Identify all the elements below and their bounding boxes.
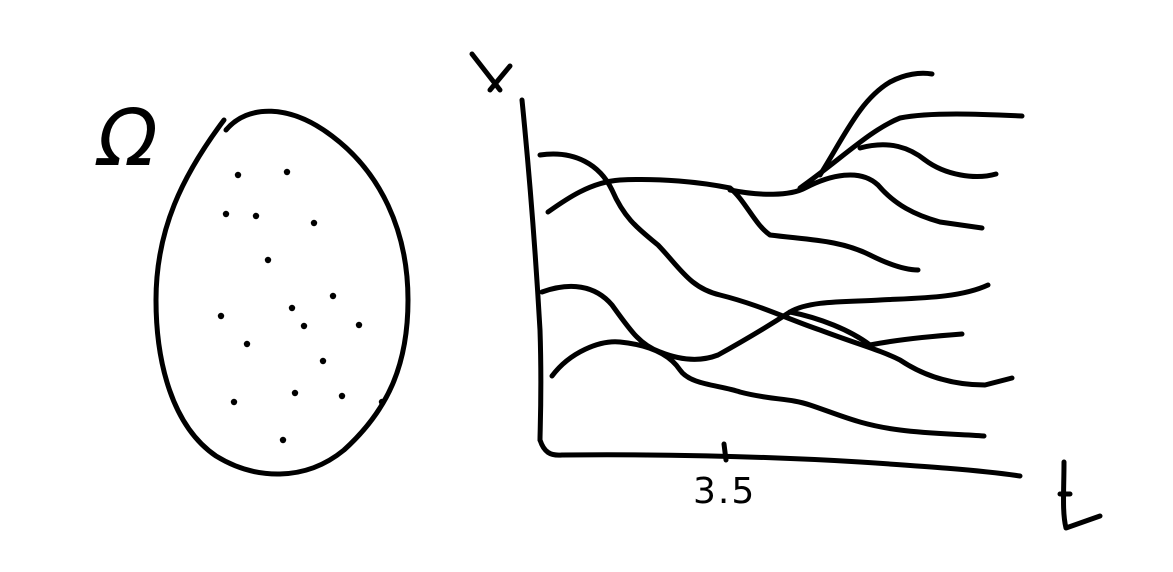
x-tick-label: 3.5 [693, 471, 756, 512]
sample-point [230, 398, 238, 406]
trajectory-line [545, 176, 921, 273]
omega-label: Ω [95, 94, 158, 184]
y-axis-label: x [469, 51, 513, 93]
trajectory-line [549, 339, 987, 439]
trajectory-line [857, 142, 999, 179]
trajectory-plot: x 3.5 t [469, 51, 1103, 531]
sample-points [217, 168, 386, 444]
sample-point [291, 389, 299, 397]
sample-point [264, 256, 272, 264]
sample-point [217, 312, 225, 320]
trajectory-line [817, 70, 935, 178]
sample-point [338, 392, 346, 400]
trajectory-line [539, 282, 991, 362]
sample-point [319, 357, 327, 365]
y-axis [519, 97, 544, 443]
trajectory-line [537, 151, 1015, 388]
x-axis-label: t [1057, 459, 1103, 531]
trajectory-line [787, 309, 965, 348]
sample-point [279, 436, 287, 444]
sample-point [283, 168, 291, 176]
sample-point [243, 340, 251, 348]
omega-region-outline [153, 108, 411, 477]
sample-point [310, 219, 318, 227]
sample-point [288, 304, 296, 312]
sample-point [378, 398, 386, 406]
sample-point [300, 322, 308, 330]
sample-point [252, 212, 260, 220]
sample-point [222, 210, 230, 218]
sample-point [329, 292, 337, 300]
trajectory-line [797, 111, 1025, 191]
x-tick-mark [721, 441, 729, 463]
sample-point [234, 171, 242, 179]
x-axis [537, 437, 1023, 479]
trajectories [537, 70, 1025, 439]
trajectory-line [727, 172, 985, 231]
omega-region-group: Ω [95, 94, 411, 477]
sample-point [355, 321, 363, 329]
